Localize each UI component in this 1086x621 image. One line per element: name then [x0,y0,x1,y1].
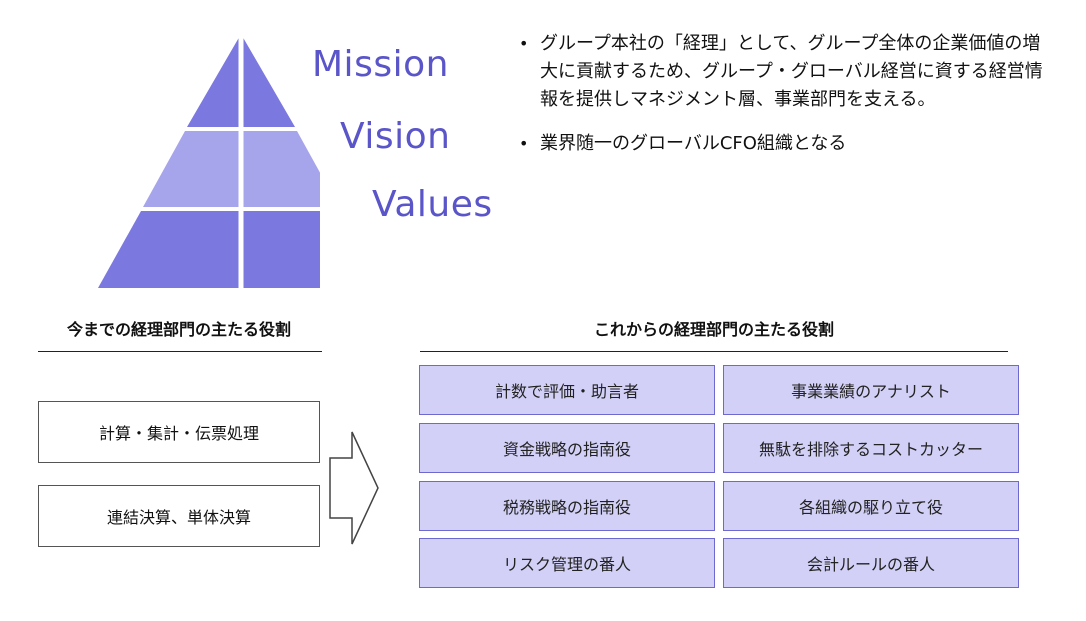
right-section-heading: これからの経理部門の主たる役割 [593,320,834,339]
future-role-label: 事業業績のアナリスト [791,382,951,401]
right-heading-underline [420,351,1008,352]
future-role-label: 計数で評価・助言者 [494,382,639,401]
future-role-box: 資金戦略の指南役 [419,423,715,473]
future-role-box: 会計ルールの番人 [723,538,1019,588]
future-role-box: 無駄を排除するコストカッター [723,423,1019,473]
future-role-label: 資金戦略の指南役 [502,440,631,459]
left-heading-underline [38,351,322,352]
future-role-label: 会計ルールの番人 [806,555,935,574]
future-role-label: 各組織の駆り立て役 [798,498,943,517]
current-role-box: 連結決算、単体決算 [38,485,320,547]
pyramid-tier-values [98,211,320,288]
values-label: Values [372,184,493,225]
current-role-label: 連結決算、単体決算 [106,508,251,527]
mission-label: Mission [312,44,449,85]
left-section-heading: 今までの経理部門の主たる役割 [66,320,291,339]
future-role-label: 税務戦略の指南役 [502,498,631,517]
current-role-box: 計算・集計・伝票処理 [38,401,320,463]
future-role-box: 各組織の駆り立て役 [723,481,1019,531]
vision-label: Vision [340,116,451,157]
future-role-box: 計数で評価・助言者 [419,365,715,415]
pyramid-tier-vision [143,131,320,207]
bullet-list: グループ本社の「経理」として、グループ全体の企業価値の増大に貢献するため、グルー… [515,30,1055,174]
current-role-label: 計算・集計・伝票処理 [98,424,259,443]
future-role-label: 無駄を排除するコストカッター [758,440,983,459]
future-role-box: リスク管理の番人 [419,538,715,588]
bullet-item: グループ本社の「経理」として、グループ全体の企業価値の増大に貢献するため、グルー… [515,30,1055,114]
future-role-label: リスク管理の番人 [502,555,631,574]
mvv-pyramid [98,34,320,288]
right-block-arrow-icon [329,431,379,545]
future-role-box: 事業業績のアナリスト [723,365,1019,415]
future-role-box: 税務戦略の指南役 [419,481,715,531]
bullet-item: 業界随一のグローバルCFO組織となる [515,130,1055,158]
